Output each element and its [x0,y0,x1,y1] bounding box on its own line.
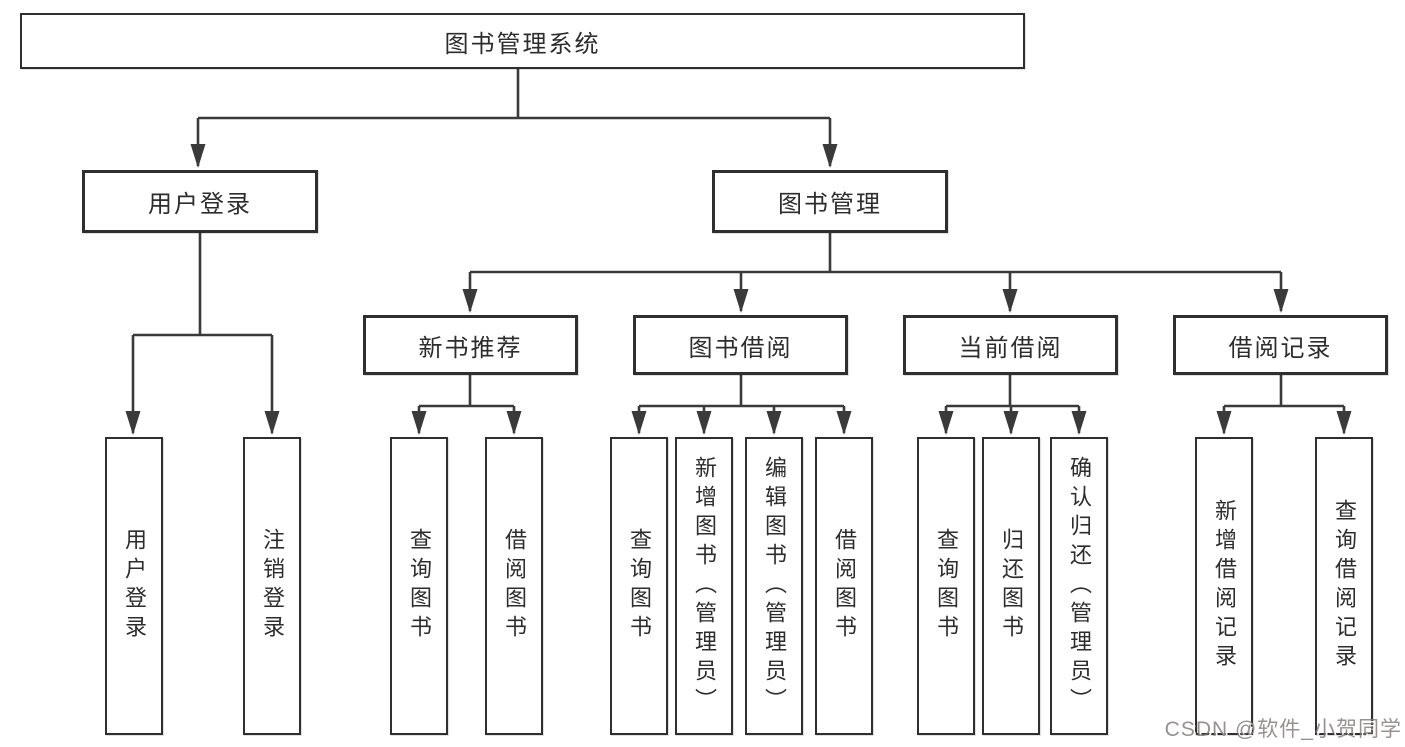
node-label: 当前借阅 [958,334,1063,362]
node-user-login-leaf: 用户登录 [105,437,163,735]
node-label: 注销登录 [260,528,285,644]
node-label: 借阅图书 [502,528,527,644]
node-current-borrowing: 当前借阅 [903,315,1118,375]
node-label: 图书管理 [778,191,882,218]
node-label: 新书推荐 [418,334,523,362]
node-label: 借阅记录 [1228,334,1333,362]
csdn-watermark: CSDN @软件_小贺同学 [1164,718,1402,741]
node-label: 新增图书（管理员） [692,455,717,717]
node-label: 查询借阅记录 [1332,499,1357,673]
node-user-login-branch: 用户登录 [82,170,318,233]
node-system-root: 图书管理系统 [20,13,1025,69]
node-query-borrow-record: 查询借阅记录 [1315,437,1373,735]
node-query-books-borrowing: 查询图书 [610,437,668,735]
node-label: 查询图书 [627,528,652,644]
node-edit-books-admin: 编辑图书（管理员） [745,437,803,735]
node-label: 用户登录 [122,528,147,644]
node-query-books-recommend: 查询图书 [390,437,448,735]
node-add-books-admin: 新增图书（管理员） [675,437,733,735]
node-label: 图书借阅 [688,334,793,362]
node-book-management-branch: 图书管理 [712,170,948,233]
node-borrow-books-leaf: 借阅图书 [815,437,873,735]
node-logout-leaf: 注销登录 [243,437,301,735]
node-label: 编辑图书（管理员） [762,455,787,717]
node-borrow-books-recommend: 借阅图书 [485,437,543,735]
node-label: 归还图书 [999,528,1024,644]
node-label: 借阅图书 [832,528,857,644]
node-label: 查询图书 [934,528,959,644]
node-label: 查询图书 [407,528,432,644]
node-confirm-return-admin: 确认归还（管理员） [1050,437,1108,735]
node-book-borrowing: 图书借阅 [633,315,848,375]
node-add-borrow-record: 新增借阅记录 [1195,437,1253,735]
node-return-books: 归还图书 [982,437,1040,735]
node-borrowing-records: 借阅记录 [1173,315,1388,375]
node-label: 用户登录 [148,191,252,218]
node-new-book-recommendation: 新书推荐 [363,315,578,375]
node-label: 确认归还（管理员） [1067,455,1092,717]
node-label: 图书管理系统 [444,30,601,58]
node-query-books-current: 查询图书 [917,437,975,735]
node-label: 新增借阅记录 [1212,499,1237,673]
